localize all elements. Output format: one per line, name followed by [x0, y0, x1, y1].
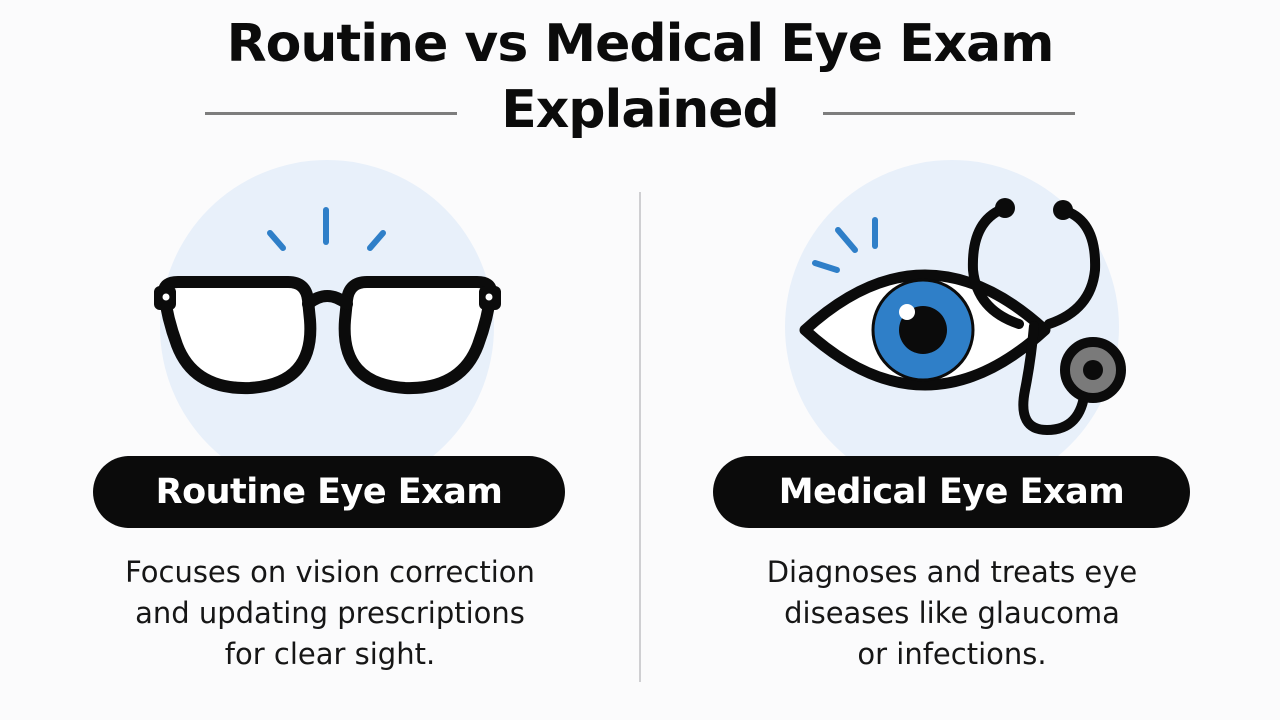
routine-description-line-1: Focuses on vision correction	[125, 555, 535, 589]
medical-description-line-1: Diagnoses and treats eye	[766, 555, 1138, 589]
medical-exam-label: Medical Eye Exam	[713, 456, 1190, 528]
routine-exam-description: Focuses on vision correction and updatin…	[70, 552, 590, 675]
eyeglasses-icon	[154, 207, 501, 395]
medical-exam-description: Diagnoses and treats eye diseases like g…	[692, 552, 1212, 675]
eye-with-stethoscope-icon	[799, 198, 1126, 436]
title-rule-right	[823, 112, 1075, 115]
page-title-line-1: Routine vs Medical Eye Exam	[226, 14, 1055, 74]
page-title-line-2: Explained	[501, 80, 780, 140]
sparkle-icon	[812, 217, 878, 273]
routine-exam-label: Routine Eye Exam	[93, 456, 565, 528]
stethoscope-icon	[967, 203, 1101, 436]
routine-description-line-2: and updating prescriptions	[135, 596, 525, 630]
medical-description-line-2: diseases like glaucoma	[784, 596, 1120, 630]
center-divider	[639, 192, 641, 682]
sparkle-icon	[267, 207, 386, 251]
routine-description-line-3: for clear sight.	[224, 637, 436, 671]
title-rule-left	[205, 112, 457, 115]
medical-description-line-3: or infections.	[857, 637, 1047, 671]
